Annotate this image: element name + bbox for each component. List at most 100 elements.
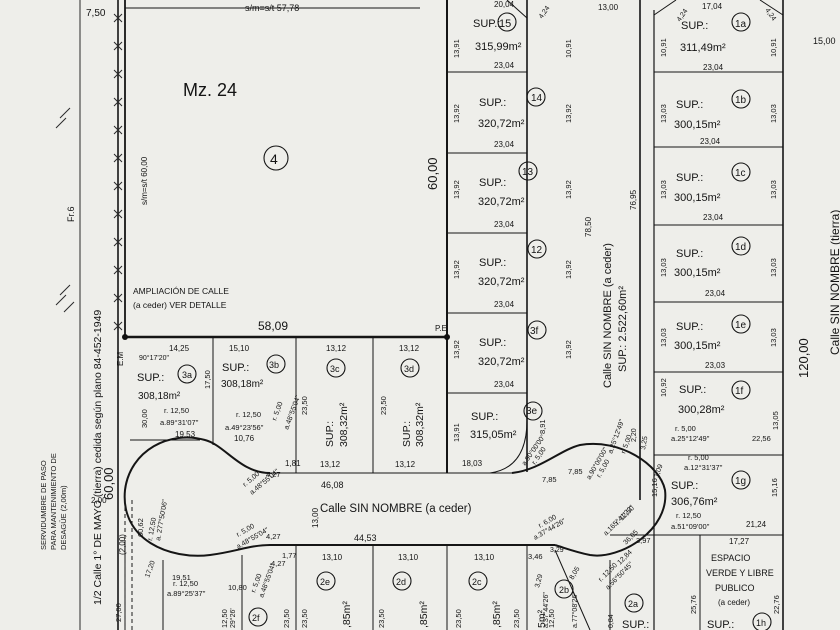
far-right-lots-text: SUP.: 1a 311,49m² 10,91 10,91 23,04 SUP.… <box>650 19 780 529</box>
lot-2d-sup: ,85m² <box>418 601 430 628</box>
lot-3f-left: 13,92 <box>452 340 461 359</box>
arc6-r: r. 12,50 <box>676 511 701 520</box>
arc5-a: a.12°31'37" <box>684 463 723 472</box>
lot-1b-area: 300,15m² <box>674 119 721 131</box>
dim-44-53: 44,53 <box>354 533 377 543</box>
lot-2c-sup: ,85m² <box>491 601 503 628</box>
lot-3a-top: 14,25 <box>169 344 190 353</box>
middle-lots-lines <box>130 337 447 474</box>
lot-2b-a: a.37°44'26" <box>542 592 550 628</box>
lot-2a-d3: 0,84 <box>608 614 615 628</box>
lot-3d-top: 13,12 <box>399 344 420 353</box>
lot-1f-left: 10,92 <box>659 378 668 397</box>
lot-1c-left: 13,03 <box>659 180 668 199</box>
lot-3b-d: 1,81 <box>285 459 301 468</box>
lot-1e-sup-label: SUP.: <box>676 321 703 333</box>
lot-2c-v2: 23,50 <box>512 609 521 628</box>
lot-3b-r2: r. 5,00 <box>271 401 284 422</box>
lot-3c-sup-label: SUP.: <box>324 421 336 447</box>
lot-3f-area: 320,72m² <box>478 356 525 368</box>
lot-2e-sup: ,85m² <box>341 601 353 628</box>
lot-14-left: 13,92 <box>452 104 461 123</box>
arc5-r: r. 5,00 <box>688 453 709 462</box>
lot-3e-left: 13,91 <box>452 423 461 442</box>
lot-12-left: 13,92 <box>452 260 461 279</box>
dim-58-09: 58,09 <box>258 319 288 333</box>
lot-3d-id: 3d <box>404 364 414 374</box>
lot-2d-v1: 23,50 <box>377 609 386 628</box>
lot-2b-id: 2b <box>559 585 569 595</box>
lot-12-sup-label: SUP.: <box>479 257 506 269</box>
lot-1e-left: 13,03 <box>659 328 668 347</box>
lot-1c-right: 13,03 <box>769 180 778 199</box>
lot-2a-d2: 3,97 <box>636 536 651 545</box>
lot-3c-area: 308,32m² <box>338 402 350 447</box>
lot-3f-sup-label: SUP.: <box>479 337 506 349</box>
lot-3b-top: 15,10 <box>229 344 250 353</box>
fr-label: Fr.6 <box>66 206 76 222</box>
lot-1a-sup-label: SUP.: <box>681 20 708 32</box>
arc4-c: 22,56 <box>752 434 771 443</box>
street-bottom-label: Calle SIN NOMBRE (a ceder) <box>320 503 472 515</box>
lot-12-bottom: 23,04 <box>494 300 515 309</box>
servidumbre-line1: SERVIDUMBRE DE PASO <box>39 460 48 550</box>
lot-1b-right: 13,03 <box>769 104 778 123</box>
lot-15-id: 15 <box>499 18 511 30</box>
lot-3c-id: 3c <box>330 364 340 374</box>
lot-2a-id: 2a <box>628 599 638 609</box>
lot-1g-id: 1g <box>735 476 746 487</box>
lot-2f-d: 1,77 <box>282 551 297 560</box>
lot-2d-id: 2d <box>396 577 406 587</box>
lot-13-right: 13,92 <box>564 180 573 199</box>
lot-4-number: 4 <box>270 151 278 167</box>
lot-1b-bottom: 23,04 <box>700 137 721 146</box>
lot-3c-side: 23,50 <box>300 396 309 415</box>
ampliacion-line2: (a ceder) VER DETALLE <box>133 300 227 310</box>
lot-3b-ang: a.49°23'56" <box>225 423 264 432</box>
lot-1f-id: 1f <box>735 386 744 397</box>
lot-3b-bot: 10,76 <box>234 434 255 443</box>
lot-3e-bottom: 18,03 <box>462 459 483 468</box>
lot-3b-area: 308,18m² <box>221 379 264 390</box>
lot-15-left: 13,91 <box>452 39 461 58</box>
lot-1a-area: 311,49m² <box>680 42 726 54</box>
dim-13-00-top: 13,00 <box>598 3 619 12</box>
lot-2c-id: 2c <box>472 577 482 587</box>
far-right-block-lines <box>610 0 784 630</box>
lot-1g-bottom: 21,24 <box>746 520 767 529</box>
arc8-c: 3,29 <box>550 547 564 554</box>
block-label: Mz. 24 <box>183 80 237 100</box>
lot-2f-ang: 29°26' <box>229 608 237 628</box>
lot-15-area: 315,99m² <box>475 41 522 53</box>
lot-3a-r: r. 12,50 <box>164 406 189 415</box>
dim-60-top: 60,00 <box>425 157 440 190</box>
lot-1h-v1: 25,76 <box>689 595 698 614</box>
lot-1g-area: 306,76m² <box>671 496 718 508</box>
bottom-lots-text: 27,00 12,50 29°26' 10,80 1,77 r. 5,00 a.… <box>114 536 781 630</box>
arc3-d: 2,20 <box>631 428 638 442</box>
lot-2e-top: 13,10 <box>322 553 343 562</box>
arc4-r: r. 5,00 <box>675 424 696 433</box>
dim-78-50: 78,50 <box>584 216 593 237</box>
left-d: 60,62 <box>136 518 145 537</box>
lot-2c-v1: 23,50 <box>454 609 463 628</box>
lot-1d-area: 300,15m² <box>674 267 721 279</box>
sm-side: s/m=s/t 60,00 <box>140 156 149 205</box>
dim-20-04: 20,04 <box>494 0 515 9</box>
right-lots-text: SUP.: 15 315,99m² 13,91 10,91 23,04 SUP.… <box>452 18 573 468</box>
lot-1g-sup-label: SUP.: <box>671 480 698 492</box>
lot-3d-sup-label: SUP.: <box>401 421 413 447</box>
bl-r: r. 12,50 <box>173 579 198 588</box>
lot-13-sup-label: SUP.: <box>479 177 506 189</box>
lot-1e-right: 13,03 <box>769 328 778 347</box>
middle-lots-text: 14,25 90°17'20" SUP.: 3a 308,18m² 17,50 … <box>137 344 426 469</box>
lot-14-id: 14 <box>531 93 543 104</box>
lot-13-id: 13 <box>522 167 534 178</box>
lot-2b-top: 3,46 <box>528 552 543 561</box>
lot-3c-top: 13,12 <box>326 344 347 353</box>
lot-2f-v1: 12,50 <box>220 609 229 628</box>
lot-1f-right: 13,05 <box>771 411 780 430</box>
bl-d: 19,51 <box>172 573 191 582</box>
espacio-line4: (a ceder) <box>718 598 750 607</box>
